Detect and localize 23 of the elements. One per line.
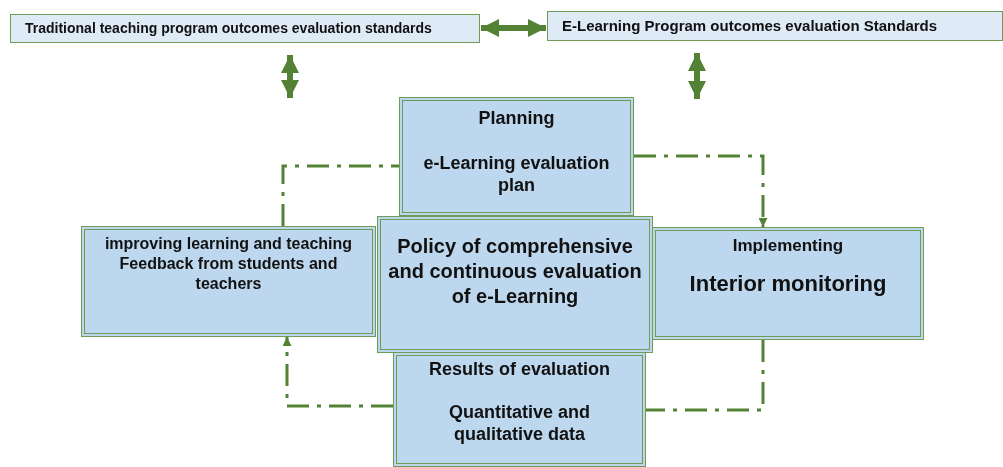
double-arrow xyxy=(481,19,546,37)
process-box xyxy=(393,352,646,467)
box-heading: Results of evaluation xyxy=(427,358,611,381)
box-text: Policy of comprehensive and continuous evaluation of e-Learning xyxy=(387,234,643,309)
dash-dot-arrow xyxy=(634,154,768,227)
process-box xyxy=(81,226,376,337)
double-arrow xyxy=(281,55,299,98)
box-label: E-Learning Program outcomes evaluation Standards xyxy=(561,16,939,36)
box-heading: improving learning and teaching xyxy=(103,234,354,254)
box-heading: Planning xyxy=(477,107,556,130)
standards-box xyxy=(547,11,1003,41)
box-label: Traditional teaching program outcomes evaluation standards xyxy=(24,19,433,38)
process-box xyxy=(399,97,634,216)
box-text: Interior monitoring xyxy=(688,270,888,298)
box-heading: Implementing xyxy=(731,235,845,257)
box-text: Feedback from students and teachers xyxy=(118,254,339,294)
dash-dot-arrow xyxy=(282,337,393,408)
double-arrow xyxy=(688,53,706,99)
standards-box xyxy=(10,14,480,43)
box-text: Quantitative and qualitative data xyxy=(448,400,591,446)
process-box xyxy=(377,216,653,353)
process-box xyxy=(652,227,924,340)
box-text: e-Learning evaluation plan xyxy=(422,151,611,197)
